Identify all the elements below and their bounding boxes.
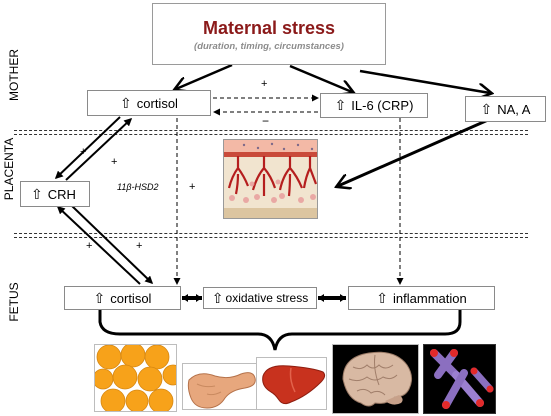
placenta-top-border-2 bbox=[14, 134, 528, 135]
up-arrow-icon: ⇧ bbox=[211, 289, 224, 306]
up-arrow-icon: ⇧ bbox=[120, 94, 132, 111]
placenta-top-border-1 bbox=[14, 130, 528, 131]
label-plus-cortisol-crh: + bbox=[80, 146, 87, 158]
up-arrow-icon: ⇧ bbox=[480, 100, 493, 117]
maternal-stress-box: Maternal stress (duration, timing, circu… bbox=[152, 3, 386, 65]
adipose-tissue-image bbox=[94, 344, 177, 412]
fetal-cortisol-label: cortisol bbox=[110, 290, 152, 306]
outcome-bracket bbox=[98, 309, 462, 351]
label-plus-hsd2: + bbox=[189, 181, 196, 193]
label-plus-fetal-crh: + bbox=[86, 240, 93, 252]
label-plus-stimulation: + bbox=[261, 78, 268, 90]
arrow-crh-to-cortisol bbox=[65, 117, 133, 181]
arrow-stress-to-il6 bbox=[289, 64, 352, 92]
liver-image bbox=[256, 357, 327, 410]
crh-box: ⇧ CRH bbox=[20, 181, 90, 207]
pancreas-image bbox=[182, 363, 258, 410]
arrow-stress-to-na bbox=[359, 69, 490, 93]
inflammation-box: ⇧ inflammation bbox=[348, 286, 495, 310]
maternal-cortisol-box: ⇧ cortisol bbox=[87, 90, 211, 116]
na-a-box: ⇧ NA, A bbox=[465, 96, 546, 122]
arrow-stress-to-cortisol bbox=[176, 63, 233, 89]
brain-image bbox=[332, 344, 419, 414]
oxidative-stress-box: ⇧ oxidative stress bbox=[203, 287, 317, 309]
up-arrow-icon: ⇧ bbox=[93, 289, 106, 306]
up-arrow-icon: ⇧ bbox=[334, 97, 347, 113]
na-a-label: NA, A bbox=[497, 101, 531, 117]
arrow-cortisol-to-crh bbox=[54, 116, 121, 180]
maternal-stress-title: Maternal stress bbox=[202, 17, 336, 38]
arrow-na-to-placenta bbox=[338, 118, 489, 186]
label-minus-inhibition: − bbox=[262, 114, 270, 128]
oxidative-stress-label: oxidative stress bbox=[225, 291, 309, 305]
label-plus-crh-fetal: + bbox=[136, 240, 143, 252]
up-arrow-icon: ⇧ bbox=[376, 289, 389, 306]
crh-label: CRH bbox=[47, 186, 76, 202]
placenta-bottom-border-2 bbox=[14, 237, 528, 238]
inflammation-label: inflammation bbox=[393, 290, 467, 306]
up-arrow-icon: ⇧ bbox=[31, 185, 43, 202]
chromosomes-image bbox=[423, 344, 496, 414]
il6-label: IL-6 (CRP) bbox=[351, 98, 414, 113]
arrow-fetal-cortisol-to-crh bbox=[56, 205, 141, 285]
label-plus-crh-cortisol: + bbox=[111, 156, 118, 168]
label-hsd2: 11β-HSD2 bbox=[117, 182, 159, 192]
fetal-cortisol-box: ⇧ cortisol bbox=[64, 286, 181, 310]
arrow-crh-to-fetal-cortisol bbox=[71, 205, 154, 285]
maternal-cortisol-label: cortisol bbox=[136, 95, 178, 111]
maternal-stress-subtitle: (duration, timing, circumstances) bbox=[194, 40, 344, 52]
placenta-illustration bbox=[223, 139, 318, 219]
il6-box: ⇧ IL-6 (CRP) bbox=[320, 93, 428, 118]
placenta-bottom-border-1 bbox=[14, 233, 528, 234]
